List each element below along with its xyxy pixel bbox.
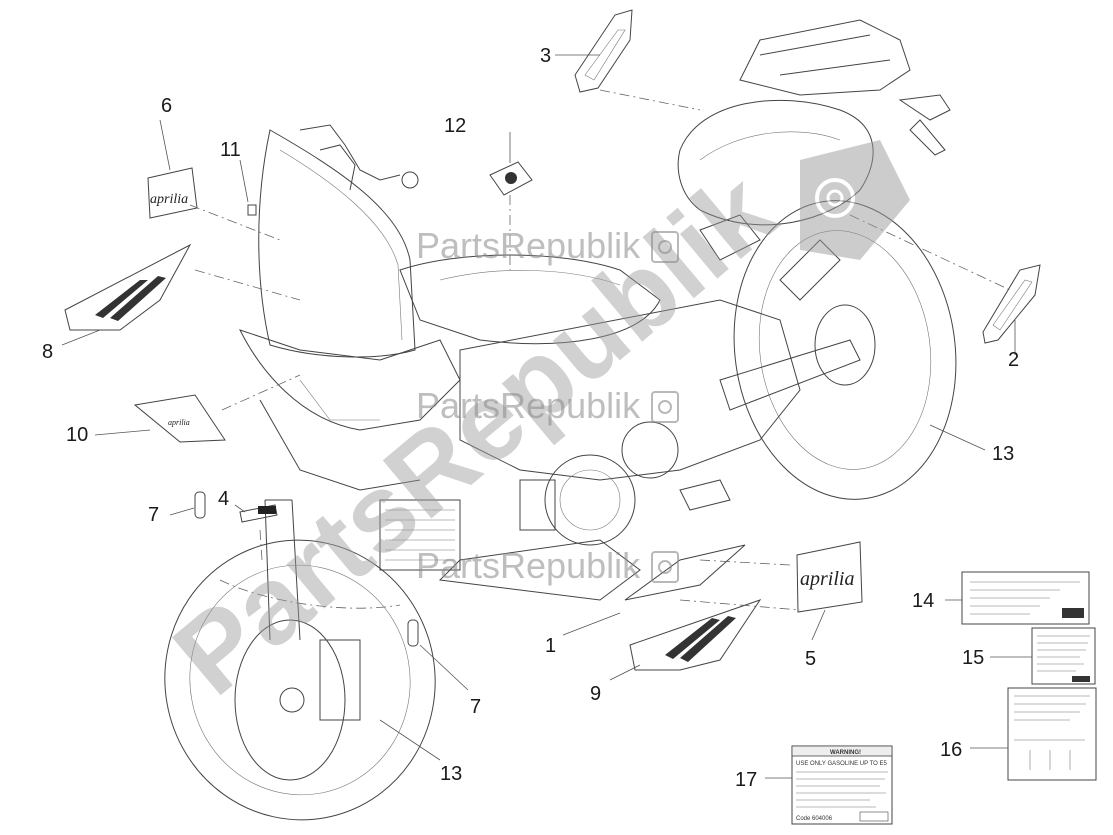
callout-15: 15 bbox=[962, 647, 984, 669]
callout-2: 2 bbox=[1008, 349, 1019, 371]
decal-7-lower bbox=[407, 619, 419, 647]
decal-6: aprilia bbox=[147, 167, 198, 219]
callout-5: 5 bbox=[805, 648, 816, 670]
warning-line1: USE ONLY GASOLINE UP TO E5 bbox=[796, 761, 887, 767]
decal-12 bbox=[489, 161, 533, 196]
callout-7-lower: 7 bbox=[470, 696, 481, 718]
callout-11: 11 bbox=[220, 139, 241, 161]
decal-14 bbox=[961, 571, 1090, 625]
callout-4: 4 bbox=[218, 488, 229, 510]
watermark-top: PartsRepublik bbox=[416, 225, 641, 266]
watermark-gear-icon bbox=[800, 140, 910, 260]
watermark-icon-middle bbox=[651, 391, 679, 423]
decal-4 bbox=[239, 504, 278, 523]
watermark-middle: PartsRepublik bbox=[416, 385, 641, 426]
motorcycle-drawing bbox=[164, 19, 957, 821]
decal-1 bbox=[624, 544, 746, 601]
decal-17-warning-label: WARNING! USE ONLY GASOLINE UP TO E5 Code… bbox=[791, 745, 893, 825]
callout-13-right: 13 bbox=[992, 443, 1014, 465]
watermark-icon-bottom bbox=[651, 551, 679, 583]
decal-15 bbox=[1031, 627, 1096, 685]
decal-16 bbox=[1007, 687, 1097, 781]
watermarks: PartsRepublik PartsRepublik PartsRepubli… bbox=[151, 140, 910, 718]
callout-17: 17 bbox=[735, 769, 757, 791]
callout-3: 3 bbox=[540, 45, 551, 67]
callout-8: 8 bbox=[42, 341, 53, 363]
callout-9: 9 bbox=[590, 683, 601, 705]
decal-10: aprilia bbox=[133, 394, 226, 443]
callout-12: 12 bbox=[444, 115, 466, 137]
callout-13-left: 13 bbox=[440, 763, 462, 785]
decal-10-brand: aprilia bbox=[168, 418, 190, 427]
callout-7-upper: 7 bbox=[148, 504, 159, 526]
decal-7-upper bbox=[194, 491, 206, 519]
leader-lines bbox=[61, 54, 1032, 779]
warning-title: WARNING! bbox=[830, 750, 861, 756]
warning-code: Code 604006 bbox=[796, 816, 833, 822]
callout-1: 1 bbox=[545, 635, 556, 657]
decal-8 bbox=[64, 243, 192, 331]
decal-3 bbox=[574, 9, 633, 93]
callout-14: 14 bbox=[912, 590, 934, 612]
decal-9 bbox=[629, 599, 762, 671]
decal-11 bbox=[247, 204, 257, 216]
decal-2 bbox=[982, 264, 1041, 344]
callout-10: 10 bbox=[66, 424, 88, 446]
decal-5: aprilia bbox=[796, 541, 863, 613]
callout-labels: 3 2 6 11 12 8 10 7 4 7 1 9 5 13 13 14 15… bbox=[42, 45, 1019, 791]
decal-5-brand: aprilia bbox=[800, 568, 854, 590]
callout-16: 16 bbox=[940, 739, 962, 761]
watermark-icon-top bbox=[651, 231, 679, 263]
decal-6-brand: aprilia bbox=[150, 192, 188, 207]
watermark-bottom: PartsRepublik bbox=[416, 545, 641, 586]
callout-6: 6 bbox=[161, 95, 172, 117]
